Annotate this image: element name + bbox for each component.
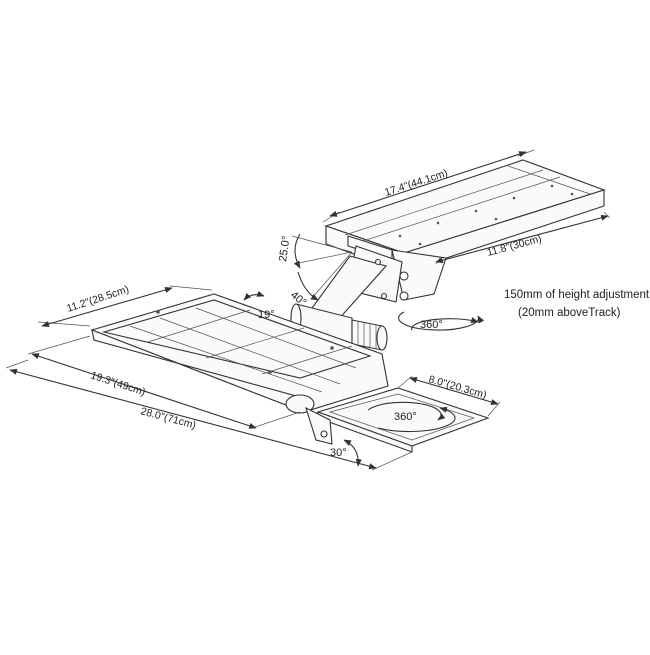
- mouse-tilt-label: 30°: [330, 447, 347, 459]
- height-note-line1: 150mm of height adjustment: [504, 289, 650, 301]
- keyboard-tilt-indicator: 19°: [243, 290, 275, 321]
- mouse-swivel-indicator: 360°: [367, 401, 456, 433]
- keyboard-width-label: 19.3"(49cm): [89, 369, 147, 398]
- mouse-tray-label: 8.0"(20.3cm): [427, 373, 488, 401]
- height-note-line2: (20mm aboveTrack): [518, 307, 621, 319]
- swivel-indicator: 360°: [398, 311, 485, 331]
- overall-width-label: 28.0"(71cm): [139, 405, 197, 431]
- mouse-swivel-label: 360°: [394, 411, 417, 423]
- swivel-label: 360°: [420, 319, 443, 331]
- height-adjustment-note: 150mm of height adjustment (20mm aboveTr…: [504, 289, 650, 319]
- tilt-up-label: 25.0°: [277, 235, 292, 262]
- keyboard-tilt-label: 19°: [258, 309, 275, 321]
- mouse-tilt-indicator: 30°: [330, 439, 362, 467]
